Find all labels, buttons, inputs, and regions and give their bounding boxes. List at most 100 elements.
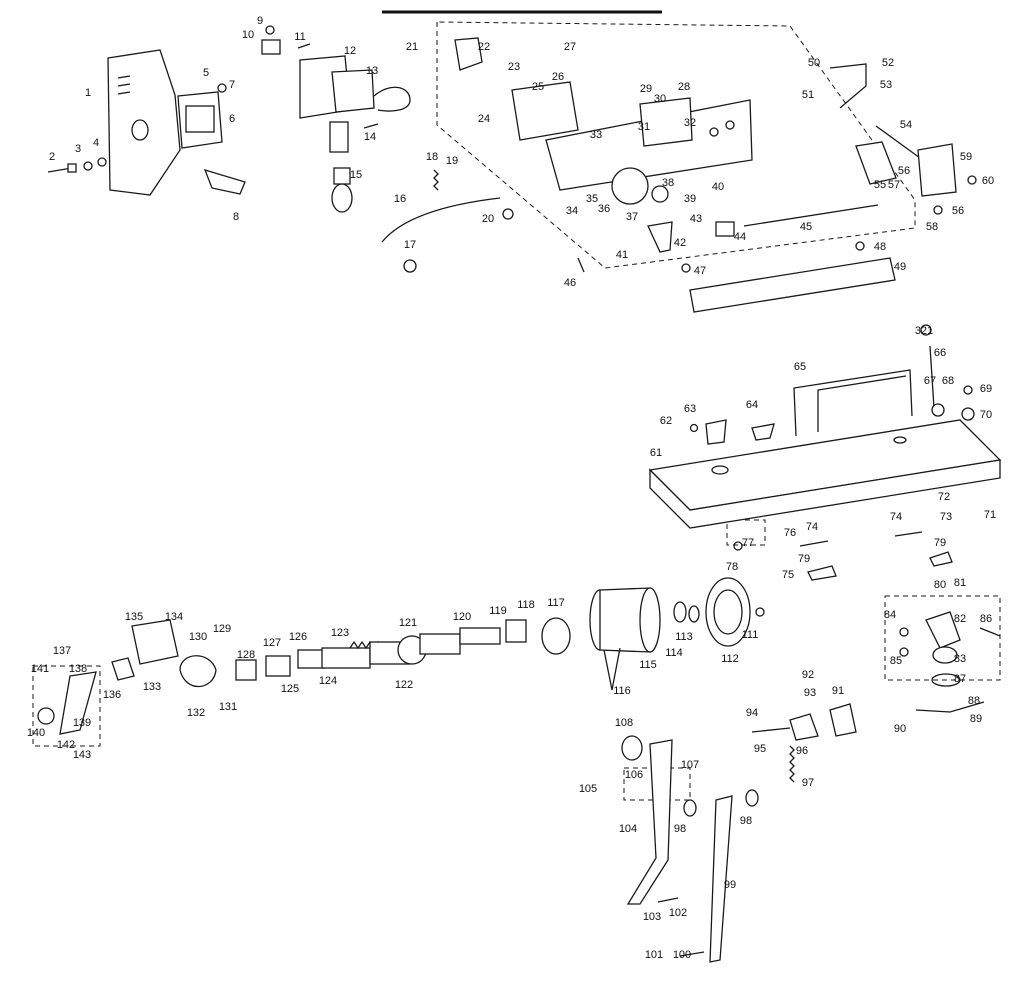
callout-15: 15	[350, 169, 362, 181]
callout-13: 13	[366, 65, 378, 77]
callout-58: 58	[926, 221, 938, 233]
lever-104	[626, 739, 673, 905]
callout-105: 105	[579, 783, 597, 795]
callout-38: 38	[662, 177, 674, 189]
callout-26: 26	[552, 71, 564, 83]
callout-143: 143	[73, 749, 91, 761]
screw-69	[963, 385, 973, 395]
callout-60: 60	[982, 175, 994, 187]
crank-133	[179, 655, 217, 688]
callout-136: 136	[103, 689, 121, 701]
bracket-51	[829, 63, 867, 109]
callout-30: 30	[654, 93, 666, 105]
lever-88	[915, 701, 985, 713]
washer-98	[683, 799, 697, 817]
bracket-8	[203, 168, 246, 195]
callout-101: 101	[645, 949, 663, 961]
crank-135	[131, 619, 179, 665]
callout-141: 141	[31, 663, 49, 675]
callout-122: 122	[395, 679, 413, 691]
callout-142: 142	[57, 739, 75, 751]
screw-9	[265, 25, 275, 35]
bracket-64	[751, 423, 775, 441]
callout-100: 100	[673, 949, 691, 961]
callout-128: 128	[237, 649, 255, 661]
callout-45: 45	[800, 221, 812, 233]
callout-43: 43	[690, 213, 702, 225]
bracket-63	[705, 419, 727, 445]
callout-59: 59	[960, 151, 972, 163]
callout-64: 64	[746, 399, 758, 411]
callout-82: 82	[954, 613, 966, 625]
callout-103: 103	[643, 911, 661, 923]
callout-6: 6	[229, 113, 235, 125]
callout-102: 102	[669, 907, 687, 919]
washer-60	[967, 175, 977, 185]
callout-112: 112	[721, 653, 739, 665]
callout-118: 118	[517, 599, 535, 611]
callout-121: 121	[399, 617, 417, 629]
callout-56: 56	[952, 205, 964, 217]
callout-134: 134	[165, 611, 183, 623]
bracket-59	[917, 143, 957, 197]
callout-8: 8	[233, 211, 239, 223]
callout-5: 5	[203, 67, 209, 79]
callout-25: 25	[532, 81, 544, 93]
callout-135: 135	[125, 611, 143, 623]
callout-63: 63	[684, 403, 696, 415]
callout-27: 27	[564, 41, 576, 53]
callout-81: 81	[954, 577, 966, 589]
callout-74: 74	[806, 521, 818, 533]
callout-35: 35	[586, 193, 598, 205]
callout-33: 33	[590, 129, 602, 141]
callout-137: 137	[53, 645, 71, 657]
callout-11: 11	[294, 31, 305, 43]
nut-68	[931, 403, 945, 417]
callout-10: 10	[242, 29, 254, 41]
callout-23: 23	[508, 61, 520, 73]
callout-70: 70	[980, 409, 992, 421]
callout-116: 116	[613, 685, 631, 697]
spring-18	[433, 169, 439, 191]
callout-95: 95	[754, 743, 766, 755]
callout-321: 321	[915, 325, 933, 337]
callout-79: 79	[934, 537, 946, 549]
callout-20: 20	[482, 213, 494, 225]
callout-65: 65	[794, 361, 806, 373]
bed-plate-61	[648, 419, 1002, 529]
callout-107: 107	[681, 759, 699, 771]
washer-78	[733, 541, 743, 551]
callout-104: 104	[619, 823, 637, 835]
pin-86	[979, 627, 1001, 637]
washer-20	[502, 208, 514, 220]
washer-98b	[745, 789, 759, 807]
collar-118	[541, 617, 571, 655]
ring-113	[688, 605, 700, 623]
callout-108: 108	[615, 717, 633, 729]
spring-97	[789, 745, 795, 783]
callout-31: 31	[638, 121, 650, 133]
lever-42	[647, 221, 673, 253]
callout-24: 24	[478, 113, 490, 125]
callout-22: 22	[478, 41, 490, 53]
callout-91: 91	[832, 685, 844, 697]
screw-62	[689, 423, 699, 433]
block-44	[715, 221, 735, 237]
callout-80: 80	[934, 579, 946, 591]
callout-50: 50	[808, 57, 820, 69]
bulb-15	[331, 167, 353, 213]
screw-70	[961, 407, 975, 421]
plate-79	[807, 565, 837, 581]
callout-56: 56	[898, 165, 910, 177]
lamp-shade-6	[177, 91, 223, 149]
shaft-95	[751, 727, 791, 733]
callout-52: 52	[882, 57, 894, 69]
clip-10	[261, 39, 281, 55]
callout-67: 67	[924, 375, 936, 387]
callout-46: 46	[564, 277, 576, 289]
assembly-outline-137	[32, 665, 101, 747]
callout-127: 127	[263, 637, 281, 649]
callout-76: 76	[784, 527, 796, 539]
face-cover-1	[107, 49, 181, 196]
